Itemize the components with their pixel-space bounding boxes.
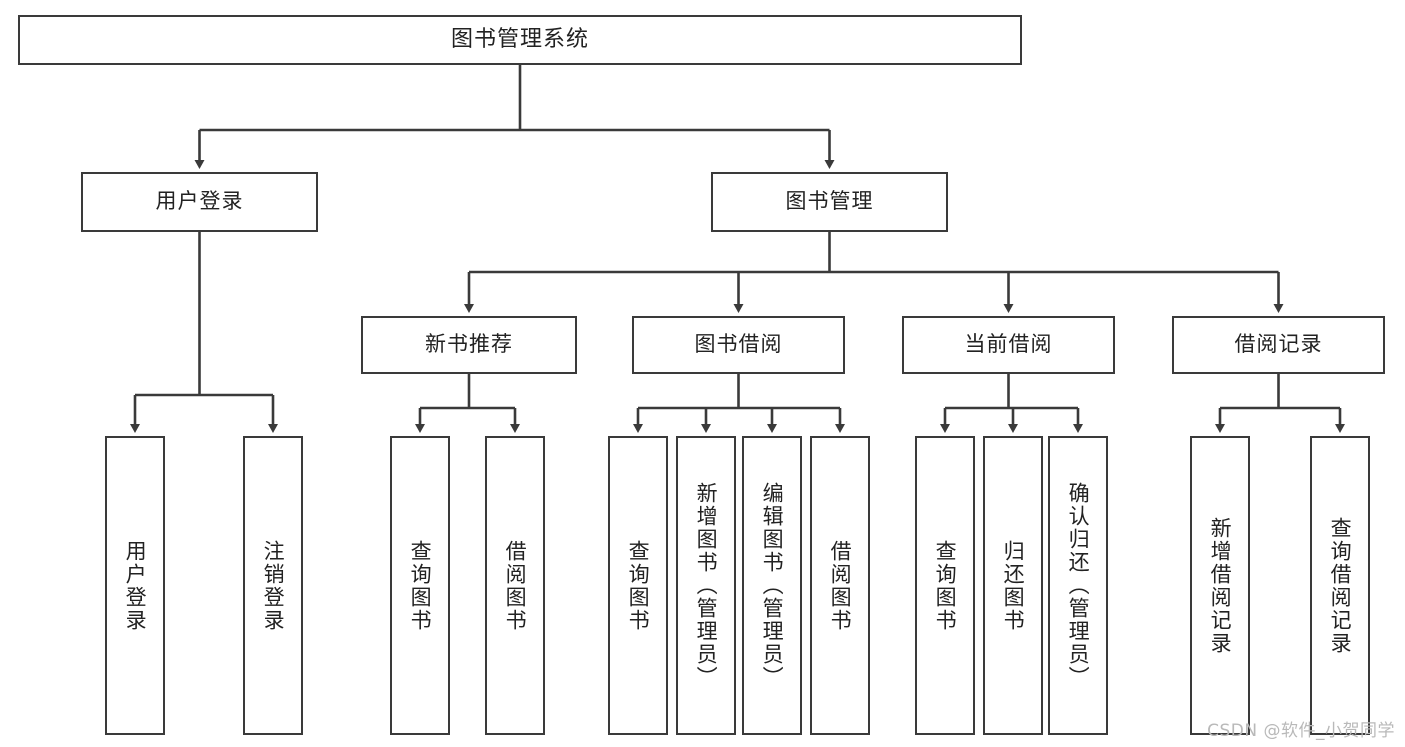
node-leaf-borrow-book-borrow[interactable]: 借阅图书 <box>810 436 870 735</box>
node-label: 用户登录 <box>155 189 244 214</box>
node-label: 注销登录 <box>261 539 286 632</box>
node-borrow-records[interactable]: 借阅记录 <box>1172 316 1385 374</box>
node-leaf-borrow-book-recommend[interactable]: 借阅图书 <box>485 436 545 735</box>
node-label: 查询图书 <box>408 539 433 632</box>
node-label: 编辑图书（管理员） <box>760 482 785 689</box>
node-label: 借阅图书 <box>828 539 853 632</box>
node-book-borrow[interactable]: 图书借阅 <box>632 316 845 374</box>
node-leaf-user-login[interactable]: 用户登录 <box>105 436 165 735</box>
node-label: 查询借阅记录 <box>1328 516 1353 655</box>
node-label: 新书推荐 <box>425 332 513 357</box>
node-leaf-add-book-admin[interactable]: 新增图书（管理员） <box>676 436 736 735</box>
watermark-label: CSDN @软件_小贺同学 <box>1207 721 1395 741</box>
node-label: 查询图书 <box>933 539 958 632</box>
node-user-login[interactable]: 用户登录 <box>81 172 318 232</box>
node-label: 图书管理 <box>785 189 874 214</box>
node-label: 图书管理系统 <box>450 26 589 52</box>
node-leaf-edit-book-admin[interactable]: 编辑图书（管理员） <box>742 436 802 735</box>
node-new-book-recommend[interactable]: 新书推荐 <box>361 316 577 374</box>
node-label: 归还图书 <box>1001 539 1026 632</box>
node-label: 借阅记录 <box>1234 332 1323 357</box>
node-leaf-query-book-recommend[interactable]: 查询图书 <box>390 436 450 735</box>
node-label: 借阅图书 <box>503 539 528 632</box>
node-label: 查询图书 <box>626 539 651 632</box>
node-label: 用户登录 <box>123 539 148 632</box>
node-root[interactable]: 图书管理系统 <box>18 15 1022 65</box>
node-leaf-add-borrow-record[interactable]: 新增借阅记录 <box>1190 436 1250 735</box>
node-leaf-confirm-return-admin[interactable]: 确认归还（管理员） <box>1048 436 1108 735</box>
node-label: 当前借阅 <box>964 332 1053 357</box>
node-leaf-logout[interactable]: 注销登录 <box>243 436 303 735</box>
node-label: 图书借阅 <box>694 332 783 357</box>
node-leaf-return-book[interactable]: 归还图书 <box>983 436 1043 735</box>
node-current-borrow[interactable]: 当前借阅 <box>902 316 1115 374</box>
node-leaf-query-borrow-record[interactable]: 查询借阅记录 <box>1310 436 1370 735</box>
node-label: 新增借阅记录 <box>1208 516 1233 655</box>
node-label: 确认归还（管理员） <box>1066 482 1091 689</box>
node-leaf-query-book-borrow[interactable]: 查询图书 <box>608 436 668 735</box>
node-label: 新增图书（管理员） <box>694 482 719 689</box>
node-book-management[interactable]: 图书管理 <box>711 172 948 232</box>
node-leaf-query-book-current[interactable]: 查询图书 <box>915 436 975 735</box>
